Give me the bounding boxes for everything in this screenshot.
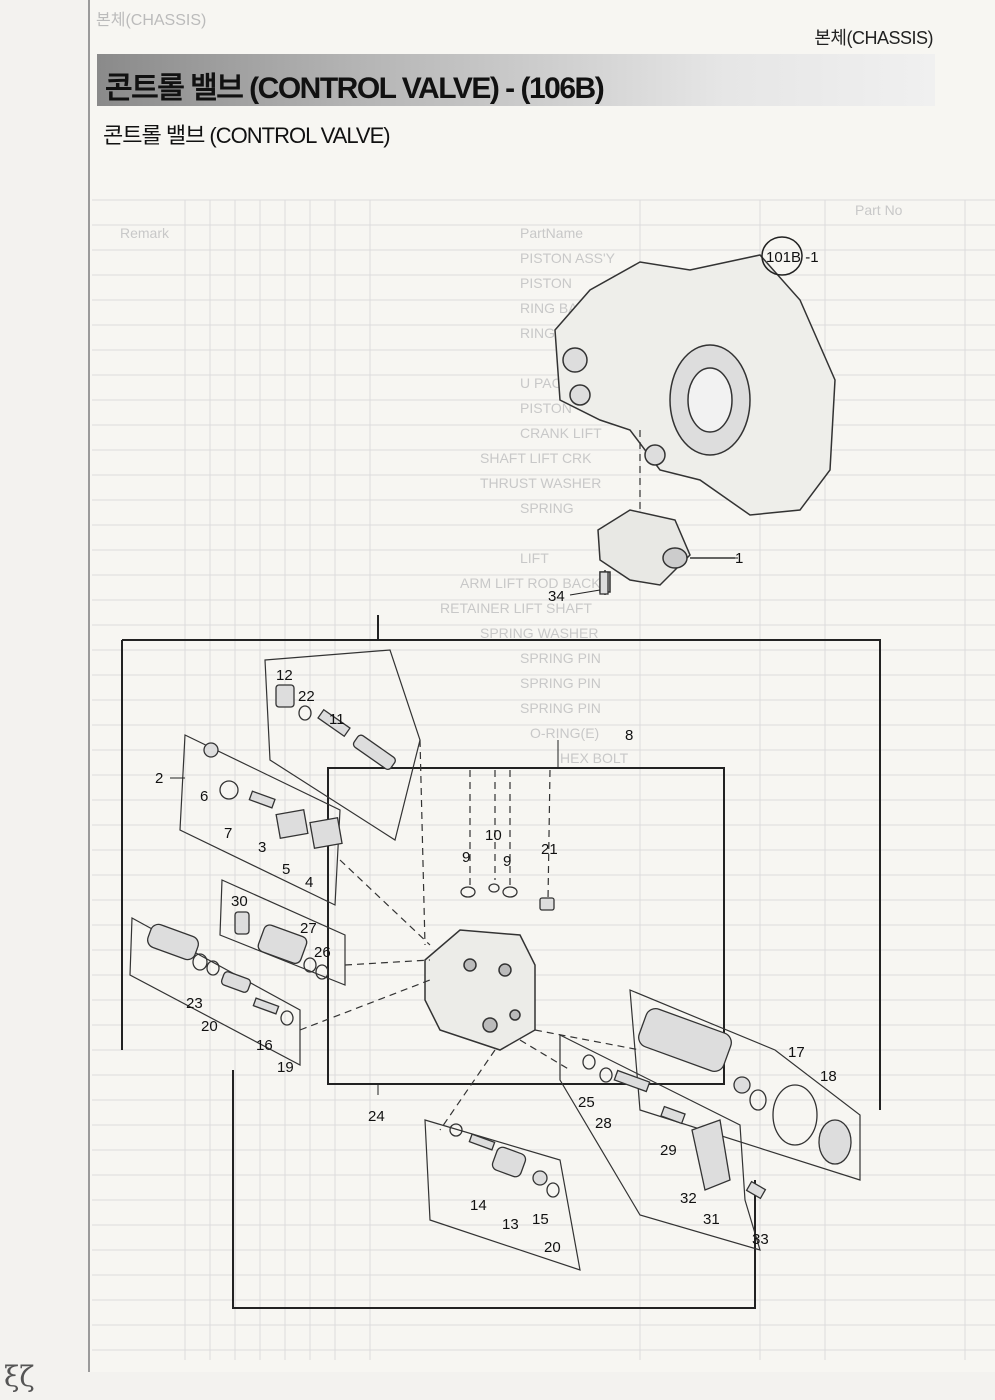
ghost-row: RETAINER LIFT SHAFT — [440, 600, 592, 616]
ghost-row: SPRING PIN — [520, 675, 601, 691]
ghost-row: ARM LIFT ROD BACK — [460, 575, 601, 591]
part-label-21: 21 — [541, 841, 558, 858]
ghost-col-remark: Remark — [120, 225, 170, 241]
part-label-23: 23 — [186, 995, 203, 1012]
ghost-row: PISTON — [520, 275, 572, 291]
part-label-4: 4 — [305, 874, 313, 891]
part-label-18: 18 — [820, 1068, 837, 1085]
housing-assembly — [554, 254, 836, 516]
ghost-row: SPRING PIN — [520, 700, 601, 716]
ghost-row: SPRING WASHER — [480, 625, 599, 641]
part-label-9a: 9 — [462, 849, 470, 866]
part-label-27: 27 — [300, 920, 317, 937]
ghost-row: THRUST WASHER — [480, 475, 601, 491]
part-label-13: 13 — [502, 1216, 519, 1233]
handwritten-mark: ξζ — [4, 1360, 35, 1393]
part-label-20b: 20 — [544, 1239, 561, 1256]
valve-body — [424, 929, 536, 1051]
ghost-row: CRANK LIFT — [520, 425, 602, 441]
part-label-2: 2 — [155, 770, 163, 787]
parts — [147, 571, 852, 1200]
part-label-30: 30 — [231, 893, 248, 910]
ghost-table-text: Part No PartName Remark PISTON ASS'Y PIS… — [120, 202, 903, 766]
part-label-31: 31 — [703, 1211, 720, 1228]
ghost-row: SPRING PIN — [520, 650, 601, 666]
ref-label-101b: 101B -1 — [761, 236, 819, 276]
ghost-row: PISTON ASS'Y — [520, 250, 616, 266]
ghost-row: O-RING(E) — [530, 725, 599, 741]
ghost-col-partno: Part No — [855, 202, 903, 218]
part-label-11: 11 — [329, 711, 345, 728]
part-label-10: 10 — [485, 827, 502, 844]
ghost-row: SPRING — [520, 500, 574, 516]
ghost-grid — [92, 199, 995, 1360]
part-label-29: 29 — [660, 1142, 677, 1159]
part-labels: 1 2 3 4 5 6 7 8 9 9 10 11 12 13 14 15 16… — [155, 550, 837, 1256]
assembly-frame — [121, 615, 881, 1309]
part-label-24: 24 — [368, 1108, 385, 1125]
page-subtitle: 콘트롤 밸브 (CONTROL VALVE) — [103, 123, 391, 148]
part-label-25: 25 — [578, 1094, 595, 1111]
ghost-row: SHAFT LIFT CRK — [480, 450, 592, 466]
ghost-row: LIFT — [520, 550, 549, 566]
part-label-12: 12 — [276, 667, 293, 684]
part-label-15: 15 — [532, 1211, 549, 1228]
part-label-8: 8 — [625, 727, 633, 744]
ghost-section-text: 본체(CHASSIS) — [96, 12, 207, 29]
page-title: 콘트롤 밸브 (CONTROL VALVE) - (106B) — [105, 72, 605, 105]
part-label-33: 33 — [752, 1231, 769, 1248]
part-label-22: 22 — [298, 688, 315, 705]
part-label-19: 19 — [277, 1059, 294, 1076]
group-boxes — [129, 649, 861, 1271]
part-label-26: 26 — [314, 944, 331, 961]
number-leaders — [170, 557, 738, 1095]
part-label-1: 1 — [735, 550, 743, 567]
part-label-16: 16 — [256, 1037, 273, 1054]
title-bar: 콘트롤 밸브 (CONTROL VALVE) - (106B) — [97, 54, 935, 106]
part-label-7: 7 — [224, 825, 232, 842]
ghost-col-partname: PartName — [520, 225, 583, 241]
ref-label-text: 101B -1 — [766, 249, 819, 266]
part-label-34: 34 — [548, 588, 565, 605]
part-label-9b: 9 — [503, 853, 511, 870]
part-label-17: 17 — [788, 1044, 805, 1061]
cover-plate — [597, 509, 735, 595]
ghost-row: HEX BOLT — [560, 750, 629, 766]
part-label-14: 14 — [470, 1197, 487, 1214]
part-label-32: 32 — [680, 1190, 697, 1207]
part-label-5: 5 — [282, 861, 290, 878]
dashed-leaders — [299, 430, 641, 1131]
section-header: 본체(CHASSIS) — [814, 28, 933, 48]
part-label-28: 28 — [595, 1115, 612, 1132]
part-label-3: 3 — [258, 839, 266, 856]
part-label-6: 6 — [200, 788, 208, 805]
part-label-20a: 20 — [201, 1018, 218, 1035]
ghost-row: PISTON — [520, 400, 572, 416]
